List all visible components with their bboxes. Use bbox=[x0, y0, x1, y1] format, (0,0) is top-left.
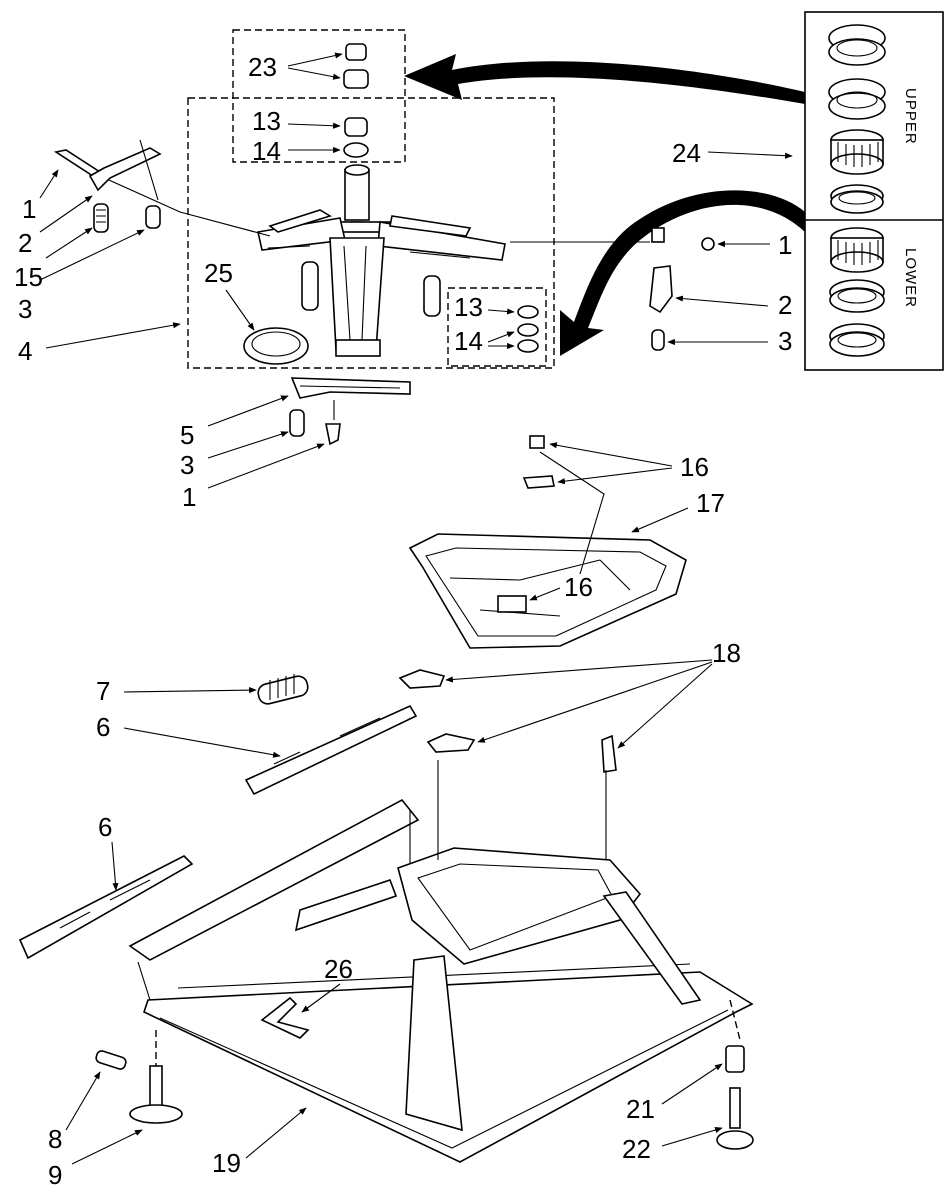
callout-13-lower: 13 bbox=[454, 292, 483, 322]
foot-9-left bbox=[129, 1065, 183, 1124]
bearing-13-upper bbox=[344, 117, 368, 137]
front-leg bbox=[405, 955, 463, 1132]
upper-bearing-dashed-box bbox=[232, 29, 406, 163]
callout-6-lower: 6 bbox=[98, 812, 112, 842]
center-post-assembly bbox=[99, 29, 650, 369]
spin-tube bbox=[322, 164, 392, 243]
lower-ring bbox=[829, 323, 885, 357]
callout-2-right: 2 bbox=[778, 290, 792, 320]
callout-1-left: 1 bbox=[22, 194, 36, 224]
callout-14-upper: 14 bbox=[252, 136, 281, 166]
kit-box-outline bbox=[804, 11, 944, 371]
bar-6-lower bbox=[18, 855, 194, 960]
callout-leaders bbox=[39, 52, 793, 1165]
foot-22-right bbox=[716, 1087, 754, 1150]
bearing-23-top bbox=[345, 43, 367, 61]
bearing-14-lower bbox=[517, 323, 539, 353]
support-legs bbox=[301, 237, 441, 357]
callout-17: 17 bbox=[696, 488, 725, 518]
callout-3-right: 3 bbox=[778, 326, 792, 356]
upper-seal-1 bbox=[828, 24, 886, 66]
callout-24: 24 bbox=[672, 138, 701, 168]
callout-25: 25 bbox=[204, 258, 233, 288]
callout-23: 23 bbox=[248, 52, 277, 82]
bar-6-upper bbox=[244, 704, 418, 796]
lower-kit-label: LOWER bbox=[902, 248, 919, 308]
callout-8: 8 bbox=[48, 1124, 62, 1154]
callout-13-upper: 13 bbox=[252, 106, 281, 136]
diag-brace bbox=[294, 878, 398, 932]
callout-1-right: 1 bbox=[778, 230, 792, 260]
callout-3-lower: 3 bbox=[180, 450, 194, 480]
callout-7: 7 bbox=[96, 676, 110, 706]
gasket-ring-25 bbox=[243, 327, 309, 365]
bearing-23-bottom bbox=[343, 69, 369, 89]
callout-16-lower: 16 bbox=[564, 572, 593, 602]
right-clip-parts bbox=[649, 227, 715, 351]
callout-18: 18 bbox=[712, 638, 741, 668]
bracket-2-right bbox=[649, 265, 673, 314]
upper-seal-2 bbox=[828, 78, 886, 120]
assembly-dashed-box bbox=[187, 97, 555, 369]
left-clip-parts bbox=[53, 139, 162, 233]
pads-18 bbox=[398, 669, 617, 773]
center-frame bbox=[397, 847, 642, 965]
base-frame-19 bbox=[128, 760, 754, 1163]
clip-16-top bbox=[529, 435, 545, 449]
lower-gear bbox=[830, 227, 884, 273]
bearing-14-upper bbox=[343, 142, 369, 158]
spring-7 bbox=[257, 674, 309, 705]
callout-1-lower: 1 bbox=[182, 482, 196, 512]
upper-kit-pointer-arrow bbox=[404, 54, 805, 104]
lower-kit-pointer-arrow bbox=[560, 190, 805, 356]
spring-3-lower bbox=[289, 409, 305, 437]
suspension-platform-17 bbox=[408, 435, 687, 649]
bearing-13-lower bbox=[517, 305, 539, 319]
right-leg bbox=[602, 891, 702, 1005]
callout-21: 21 bbox=[626, 1094, 655, 1124]
clip-16-lower bbox=[497, 595, 527, 613]
lower-bearing-dashed-box bbox=[447, 287, 547, 367]
callout-labels: 23 13 14 1 2 15 3 4 25 13 14 1 2 3 24 5 … bbox=[14, 52, 792, 1190]
spring-3-left bbox=[145, 205, 161, 229]
callout-6-upper: 6 bbox=[96, 712, 110, 742]
callout-16-top: 16 bbox=[680, 452, 709, 482]
callout-3-left: 3 bbox=[18, 294, 32, 324]
upper-kit-label: UPPER bbox=[902, 88, 919, 145]
screw-1-lower bbox=[325, 423, 341, 446]
callout-22: 22 bbox=[622, 1134, 651, 1164]
side-rail bbox=[128, 798, 420, 961]
spring-3-right bbox=[651, 329, 665, 351]
bracket-2-left bbox=[88, 147, 162, 192]
bracket-5 bbox=[290, 377, 411, 399]
upper-ring bbox=[830, 184, 884, 214]
callout-15: 15 bbox=[14, 262, 43, 292]
lower-clip-parts bbox=[289, 377, 411, 446]
clip-right bbox=[651, 227, 665, 243]
clip-16-middle bbox=[522, 475, 555, 489]
screw-1-right bbox=[701, 237, 715, 251]
pin-8 bbox=[95, 1050, 127, 1070]
callout-4: 4 bbox=[18, 336, 32, 366]
callout-2-left: 2 bbox=[18, 228, 32, 258]
callout-14-lower: 14 bbox=[454, 326, 483, 356]
callout-9: 9 bbox=[48, 1160, 62, 1190]
spring-15 bbox=[93, 203, 109, 233]
callout-26: 26 bbox=[324, 954, 353, 984]
sleeve-21 bbox=[725, 1045, 745, 1073]
bearing-kit-panel: UPPER LOWER bbox=[804, 11, 944, 371]
upper-gear bbox=[830, 129, 884, 175]
lower-seal bbox=[829, 279, 885, 313]
hook-26 bbox=[260, 996, 310, 1039]
callout-5: 5 bbox=[180, 420, 194, 450]
callout-19: 19 bbox=[212, 1148, 241, 1178]
